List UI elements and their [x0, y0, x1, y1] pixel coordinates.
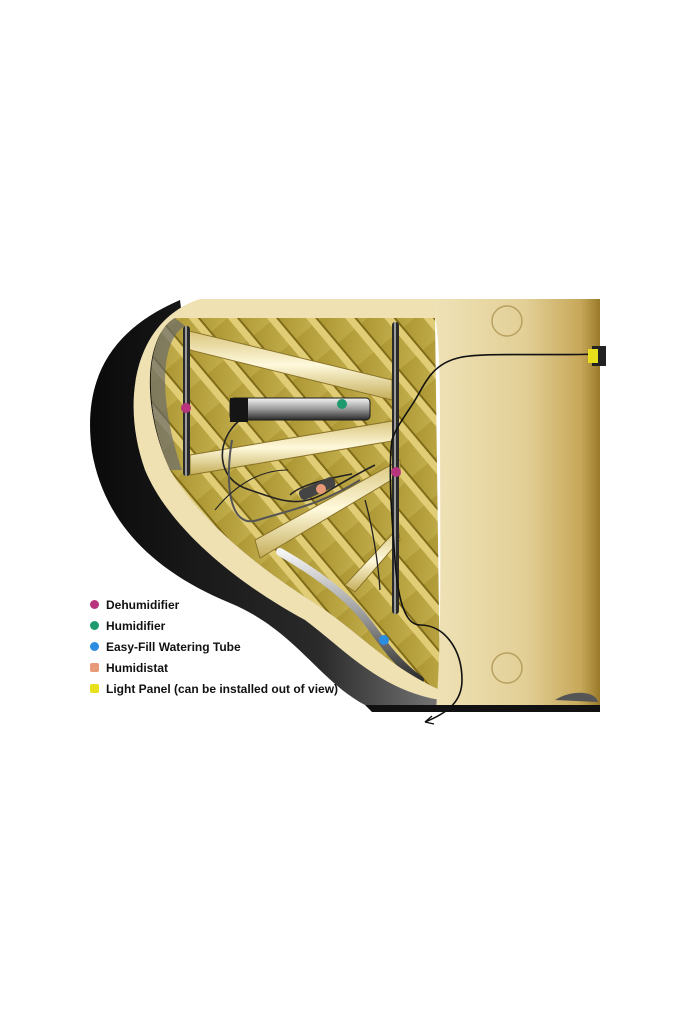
humidifier-dot-icon	[90, 621, 99, 630]
dehumidifier-marker-right	[391, 467, 401, 477]
legend-label: Light Panel (can be installed out of vie…	[106, 681, 339, 696]
legend-item-watering-tube: Easy-Fill Watering Tube	[90, 636, 338, 657]
strut-4	[344, 526, 401, 593]
dehumidifier-marker-left	[181, 403, 191, 413]
dehumidifier-rod-left	[183, 326, 190, 476]
dehumidifier-dot-icon	[90, 600, 99, 609]
light-panel-device	[588, 346, 606, 366]
humidistat-dot-icon	[90, 663, 99, 672]
legend-label: Humidistat	[106, 660, 169, 675]
lid	[435, 299, 600, 710]
legend-item-light-panel: Light Panel (can be installed out of vie…	[90, 678, 338, 699]
legend-item-humidifier: Humidifier	[90, 615, 338, 636]
watering-tube-dot-icon	[90, 642, 99, 651]
legend-item-dehumidifier: Dehumidifier	[90, 594, 338, 615]
humidistat-marker	[316, 484, 326, 494]
humidifier-marker	[337, 399, 347, 409]
watering-tube-hose	[276, 548, 424, 684]
legend-item-humidistat: Humidistat	[90, 657, 338, 678]
watering-tube-marker	[379, 635, 389, 645]
legend-label: Dehumidifier	[106, 597, 180, 612]
legend: Dehumidifier Humidifier Easy-Fill Wateri…	[90, 594, 338, 699]
legend-label: Easy-Fill Watering Tube	[106, 639, 241, 654]
lid-hinge-top	[491, 305, 523, 337]
light-panel-dot-icon	[90, 684, 99, 693]
power-cable	[389, 353, 601, 723]
legend-label: Humidifier	[106, 618, 166, 633]
lid-hinge-bottom	[491, 652, 523, 684]
humidifier-unit	[229, 397, 371, 422]
